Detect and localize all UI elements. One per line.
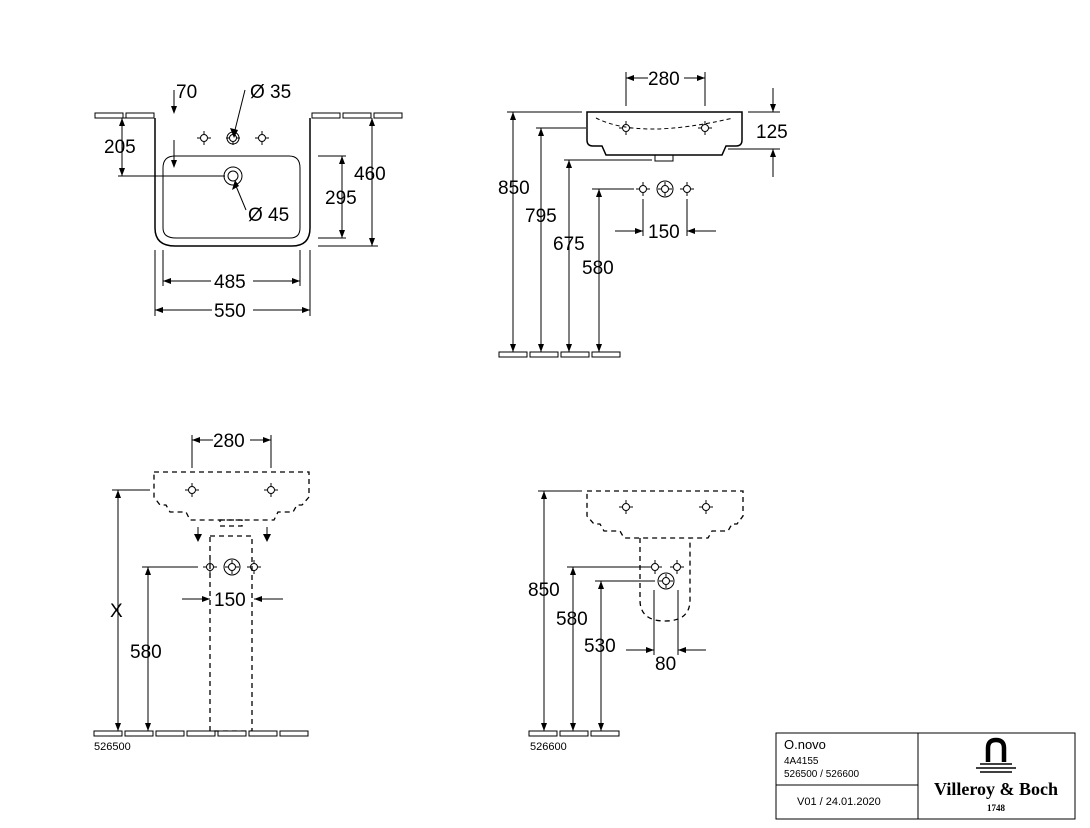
dim-205: 205 [104, 137, 136, 158]
dim-850: 850 [498, 178, 530, 199]
dim-150: 150 [648, 222, 680, 243]
series-name: O.novo [784, 737, 826, 752]
dim-850: 850 [528, 580, 560, 601]
dim-280: 280 [648, 69, 680, 90]
dim-675: 675 [553, 234, 585, 255]
dim-125: 125 [756, 122, 788, 143]
pedestal-article-code: 526500 [94, 741, 131, 753]
side-view: 280 125 850 795 675 580 150 [498, 69, 788, 358]
semi-pedestal-article-code: 526600 [530, 741, 567, 753]
title-block: O.novo 4A4155 526500 / 526600 V01 / 24.0… [775, 732, 1076, 820]
dim-x: X [110, 601, 123, 622]
dim-485: 485 [214, 272, 246, 293]
dim-795: 795 [525, 206, 557, 227]
dim-550: 550 [214, 301, 246, 322]
dim-530: 530 [584, 636, 616, 657]
top-view: 70 Ø 35 205 Ø 45 460 295 485 550 [94, 82, 403, 322]
article-number: 4A4155 [784, 756, 819, 767]
pedestal-view: 280 X 580 150 526500 [93, 431, 310, 753]
dim-295: 295 [325, 188, 357, 209]
dim-580: 580 [582, 258, 614, 279]
dim-280: 280 [213, 431, 245, 452]
dim-150: 150 [214, 590, 246, 611]
dim-80: 80 [655, 654, 676, 675]
dim-overflow-diameter: Ø 45 [248, 205, 289, 226]
dim-580: 580 [556, 609, 588, 630]
brand-name: Villeroy & Boch [934, 779, 1058, 799]
dim-460: 460 [354, 164, 386, 185]
villeroy-boch-faucet-logo-icon [976, 737, 1016, 773]
semi-pedestal-view: 850 580 530 80 526600 [528, 490, 744, 753]
dim-580: 580 [130, 642, 162, 663]
brand-year: 1748 [987, 803, 1006, 813]
version-date: V01 / 24.01.2020 [797, 796, 881, 808]
dim-tap-hole-diameter: Ø 35 [250, 82, 291, 103]
accessory-numbers: 526500 / 526600 [784, 769, 860, 780]
dim-70: 70 [176, 82, 197, 103]
